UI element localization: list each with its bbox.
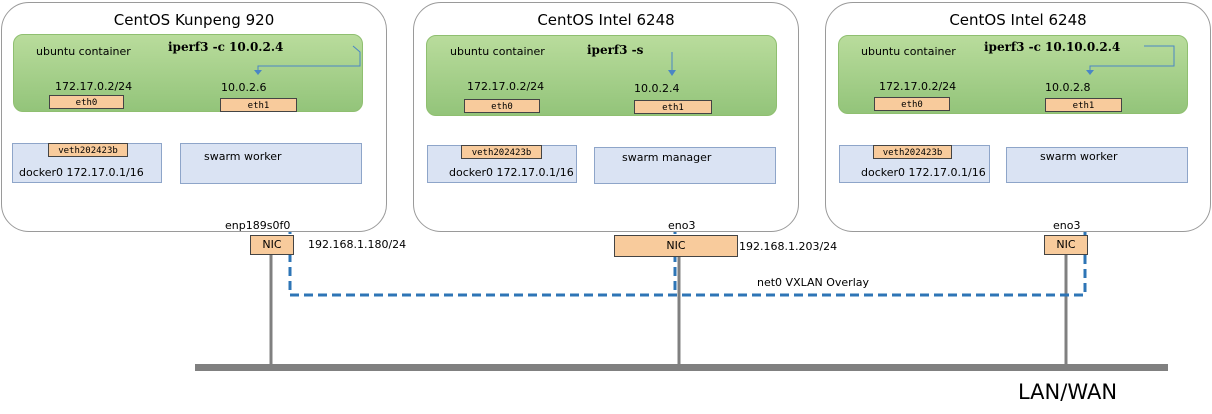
- nic: NIC: [250, 235, 294, 255]
- veth-interface: veth202423b: [461, 145, 542, 159]
- command-arrow-icon: [1086, 45, 1175, 75]
- eth0-ip: 172.17.0.2/24: [879, 80, 957, 93]
- docker0-label: docker0 172.17.0.1/16: [449, 166, 574, 179]
- nic-ip: 192.168.1.203/24: [739, 240, 838, 253]
- eth1-ip: 10.0.2.6: [221, 81, 267, 94]
- eth0-interface: eth0: [874, 97, 950, 111]
- nic-name: enp189s0f0: [225, 219, 291, 232]
- eth0-interface: eth0: [49, 95, 124, 109]
- eth0-interface: eth0: [464, 99, 540, 113]
- container-label: ubuntu container: [861, 45, 956, 58]
- veth-interface: veth202423b: [873, 145, 952, 159]
- swarm-role: swarm worker: [204, 150, 282, 163]
- host-title: CentOS Intel 6248: [537, 11, 675, 29]
- nic: NIC: [614, 235, 738, 257]
- swarm-worker-box: swarm worker: [180, 143, 362, 184]
- command-arrow-icon: [668, 52, 676, 76]
- nic-ip: 192.168.1.180/24: [308, 238, 407, 251]
- nic: NIC: [1044, 235, 1088, 255]
- docker0-label: docker0 172.17.0.1/16: [861, 166, 986, 179]
- host-title: CentOS Kunpeng 920: [113, 11, 275, 29]
- eth1-interface: eth1: [1045, 98, 1122, 112]
- iperf-command: iperf3 -c 10.0.2.4: [168, 40, 284, 54]
- swarm-role: swarm worker: [1040, 150, 1118, 163]
- lan-bus: [195, 364, 1168, 371]
- command-arrow-icon: [254, 45, 361, 75]
- eth1-ip: 10.0.2.8: [1045, 81, 1091, 94]
- nic-name: eno3: [668, 219, 696, 232]
- swarm-worker-box: swarm worker: [1006, 147, 1188, 183]
- host-title: CentOS Intel 6248: [949, 11, 1087, 29]
- eth0-ip: 172.17.0.2/24: [467, 80, 545, 93]
- iperf-command: iperf3 -c 10.10.0.2.4: [984, 40, 1121, 54]
- iperf-command: iperf3 -s: [587, 43, 644, 57]
- veth-interface: veth202423b: [48, 143, 128, 157]
- overlay-label: net0 VXLAN Overlay: [757, 276, 870, 289]
- eth1-interface: eth1: [634, 100, 712, 114]
- docker0-label: docker0 172.17.0.1/16: [19, 166, 144, 179]
- eth0-ip: 172.17.0.2/24: [55, 80, 133, 93]
- container-label: ubuntu container: [450, 45, 545, 58]
- eth1-ip: 10.0.2.4: [634, 82, 680, 95]
- nic-name: eno3: [1053, 219, 1081, 232]
- swarm-manager-box: swarm manager: [594, 147, 776, 184]
- lan-wan-label: LAN/WAN: [1018, 380, 1118, 404]
- swarm-role: swarm manager: [622, 151, 712, 164]
- container-label: ubuntu container: [36, 45, 131, 58]
- eth1-interface: eth1: [220, 98, 297, 112]
